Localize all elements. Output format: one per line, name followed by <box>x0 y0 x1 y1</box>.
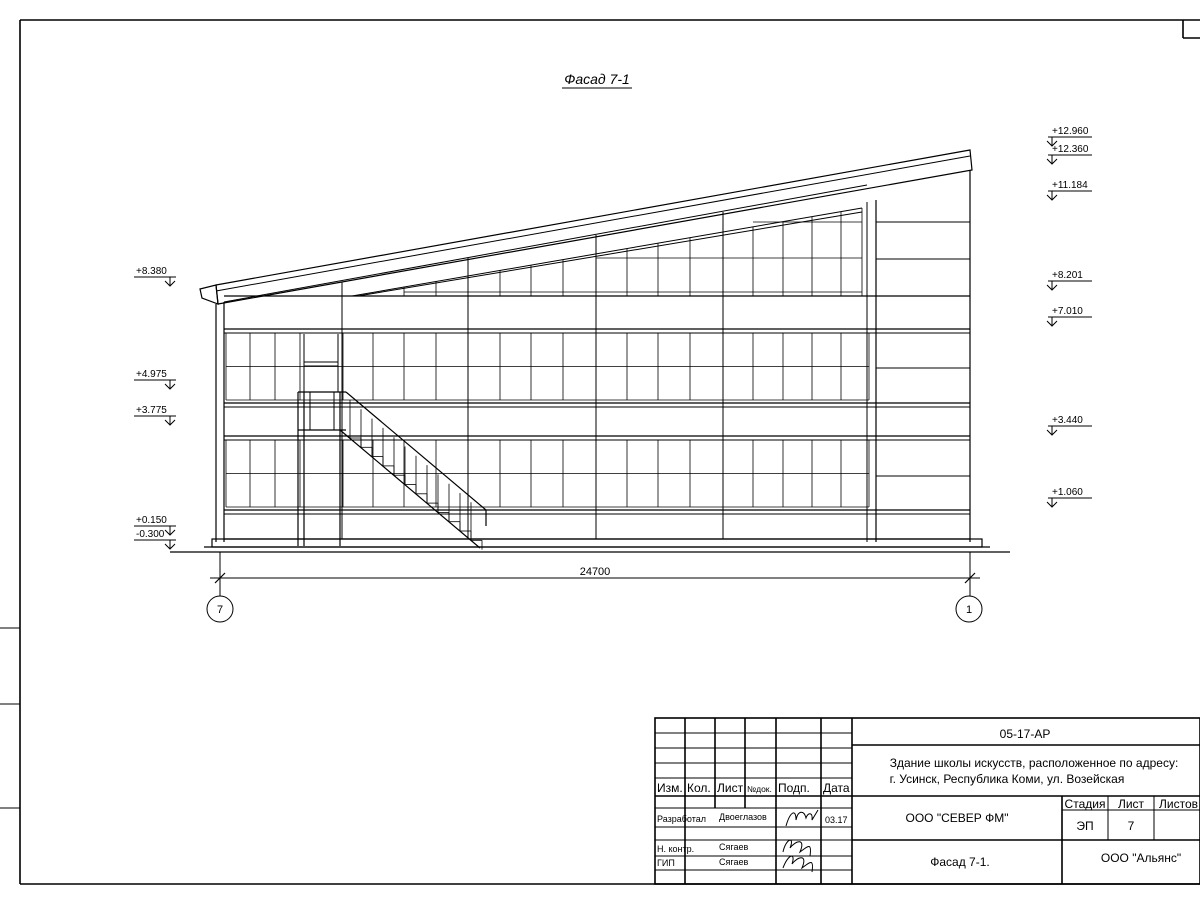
elevation-arrow <box>164 526 176 536</box>
elevation-arrow <box>1046 191 1058 201</box>
stamp-name-3: Сягаев <box>719 857 748 867</box>
stamp-header-podp: Подп. <box>778 781 810 795</box>
stamp-role-3: ГИП <box>657 858 675 868</box>
dimension-line: 24700 <box>210 552 980 596</box>
stamp-date-1: 03.17 <box>825 815 848 825</box>
stamp-project-line-2: г. Усинск, Республика Коми, ул. Возейска… <box>890 772 1125 786</box>
stamp-role-1: Разработал <box>657 814 706 824</box>
elevation-label: +11.184 <box>1052 180 1088 191</box>
stamp-sheet-name: Фасад 7-1. <box>930 855 989 869</box>
elevation-label: +12.960 <box>1052 126 1089 137</box>
dimension-value: 24700 <box>580 566 611 578</box>
elevation-label: +8.201 <box>1052 270 1083 281</box>
elevation-label: +4.975 <box>136 369 167 380</box>
stamp-stage-header: Стадия <box>1065 797 1106 811</box>
elevation-arrow <box>164 277 176 287</box>
elevation-arrow <box>1046 498 1058 508</box>
stamp-stage: ЭП <box>1076 819 1093 833</box>
elevation-label: +0.150 <box>136 515 167 526</box>
stamp-code: 05-17-АР <box>1000 727 1051 741</box>
axis-right-label: 1 <box>966 604 972 616</box>
signature-mark-1 <box>785 809 819 827</box>
stamp-header-data: Дата <box>823 781 850 795</box>
stamp-sheet-no: 7 <box>1128 819 1135 833</box>
stamp-header-kol: Кол. <box>687 781 711 795</box>
stamp-header-list: Лист <box>717 781 744 795</box>
title-block: 05-17-АР Здание школы искусств, располож… <box>654 717 1200 885</box>
elevation-arrow <box>164 380 176 390</box>
stamp-project-line-1: Здание школы искусств, расположенное по … <box>890 756 1179 770</box>
stamp-org: ООО "Альянс" <box>1101 851 1181 865</box>
drawing-title: Фасад 7-1 <box>564 71 630 87</box>
building-facade <box>170 149 1010 553</box>
elevation-arrow <box>1046 137 1058 147</box>
stamp-sheets-header: Листов <box>1159 797 1198 811</box>
stamp-name-2: Сягаев <box>719 842 748 852</box>
stamp-sheet-header: Лист <box>1118 797 1145 811</box>
elevation-arrow <box>164 416 176 426</box>
elevation-arrow <box>164 540 176 550</box>
elevation-arrow <box>1046 426 1058 436</box>
stamp-header-izm: Изм. <box>657 781 683 795</box>
elevation-marks-right: +12.960 +12.360 +11.184 +8.201 +7.010 +3.440 +… <box>1046 126 1092 508</box>
elevation-arrow <box>1046 281 1058 291</box>
elevation-label: +3.775 <box>136 405 167 416</box>
stamp-role-2: Н. контр. <box>657 844 694 854</box>
stair-steps <box>349 400 483 550</box>
elevation-arrow <box>1046 317 1058 327</box>
elevation-label: -0.300 <box>136 529 165 540</box>
elevation-label: +8.380 <box>136 266 167 277</box>
elevation-label: +7.010 <box>1052 306 1083 317</box>
elevation-marks-left: +8.380 +4.975 +3.775 +0.150 -0.300 <box>134 266 176 550</box>
axis-1: 1 <box>955 595 983 623</box>
axis-7: 7 <box>206 595 234 623</box>
stamp-header-ndok: №док. <box>747 784 772 794</box>
axis-left-label: 7 <box>217 604 223 616</box>
elevation-label: +1.060 <box>1052 487 1083 498</box>
stamp-company: ООО "СЕВЕР ФМ" <box>906 811 1009 825</box>
facade-glazing <box>225 208 870 508</box>
elevation-arrow <box>1046 155 1058 165</box>
signature-mark-3 <box>782 855 813 873</box>
signature-mark-2 <box>782 839 811 857</box>
sheet-frame <box>0 19 1200 885</box>
elevation-label: +12.360 <box>1052 144 1089 155</box>
stamp-name-1: Двоеглазов <box>719 812 767 822</box>
elevation-label: +3.440 <box>1052 415 1083 426</box>
